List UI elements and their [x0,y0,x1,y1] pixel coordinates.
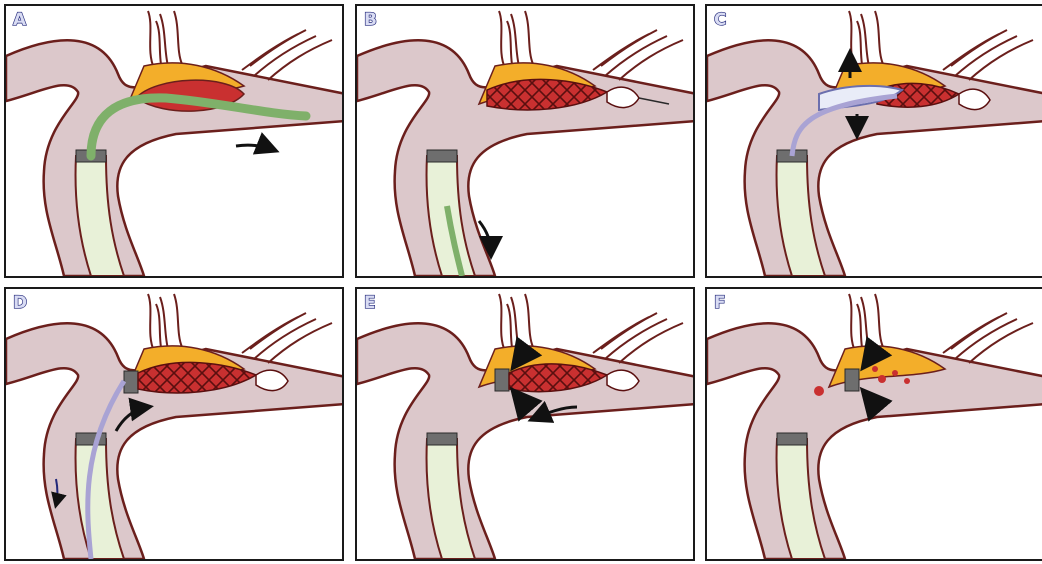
panel-label-c: C [714,10,726,30]
catheter-marker [495,369,509,391]
panel-label-b: B [364,10,377,30]
panel-a: A [4,4,344,278]
panel-label-e: E [364,293,376,313]
panel-d: D [4,287,344,561]
panel-b-illustration [357,6,693,276]
panel-e: E [355,287,695,561]
panel-b: B [355,4,695,278]
panel-label-d: D [13,293,27,313]
panel-label-f: F [714,293,726,313]
thrombus-fragment [872,366,878,372]
panel-a-illustration [6,6,342,276]
panel-d-illustration [6,289,342,559]
thrombus-fragment [814,386,824,396]
panel-c: C [705,4,1042,278]
catheter-marker [124,371,138,393]
panel-f-illustration [707,289,1042,559]
panel-e-illustration [357,289,693,559]
catheter-marker [845,369,859,391]
panel-f: F [705,287,1042,561]
panel-label-a: A [13,10,26,30]
movement-arrow [236,145,274,150]
thrombus-fragment [904,378,910,384]
thrombus-fragment [892,370,898,376]
panel-c-illustration [707,6,1042,276]
thrombus-fragment [878,375,886,383]
